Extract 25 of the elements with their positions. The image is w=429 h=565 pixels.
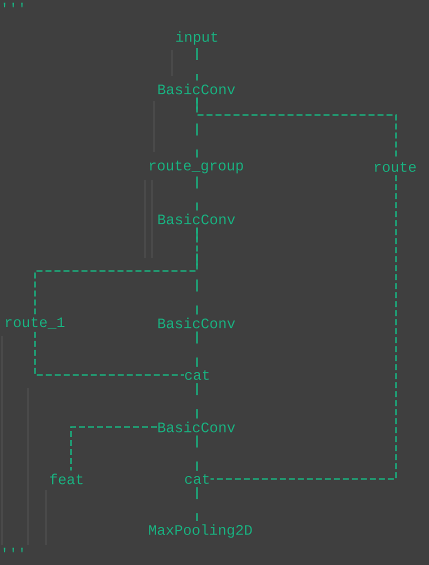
code-token: BasicConv bbox=[158, 422, 235, 432]
connector-line bbox=[196, 487, 198, 522]
docstring-quote: ''' bbox=[4, 548, 23, 552]
connector-line bbox=[196, 228, 198, 314]
code-token: BasicConv bbox=[158, 318, 235, 328]
code-token: BasicConv bbox=[158, 84, 235, 94]
connector-line bbox=[196, 48, 198, 80]
connector-line bbox=[196, 176, 198, 210]
code-token: input bbox=[176, 31, 218, 45]
connector-line bbox=[34, 332, 184, 376]
code-token: feat bbox=[50, 474, 82, 484]
connector-line bbox=[196, 98, 397, 159]
code-token: route bbox=[374, 162, 416, 172]
code-token: BasicConv bbox=[158, 214, 235, 224]
docstring-quote: ''' bbox=[4, 2, 23, 8]
connector-line bbox=[196, 383, 198, 418]
code-token: cat bbox=[185, 370, 209, 380]
code-token: route_group bbox=[150, 160, 243, 174]
code-token: cat bbox=[185, 474, 209, 484]
connector-line bbox=[210, 175, 397, 480]
connector-line bbox=[196, 332, 198, 367]
connector-line bbox=[70, 426, 157, 470]
connector-line bbox=[196, 436, 198, 471]
code-token: MaxPooling2D bbox=[149, 524, 252, 538]
code-token: route_1 bbox=[6, 317, 64, 329]
